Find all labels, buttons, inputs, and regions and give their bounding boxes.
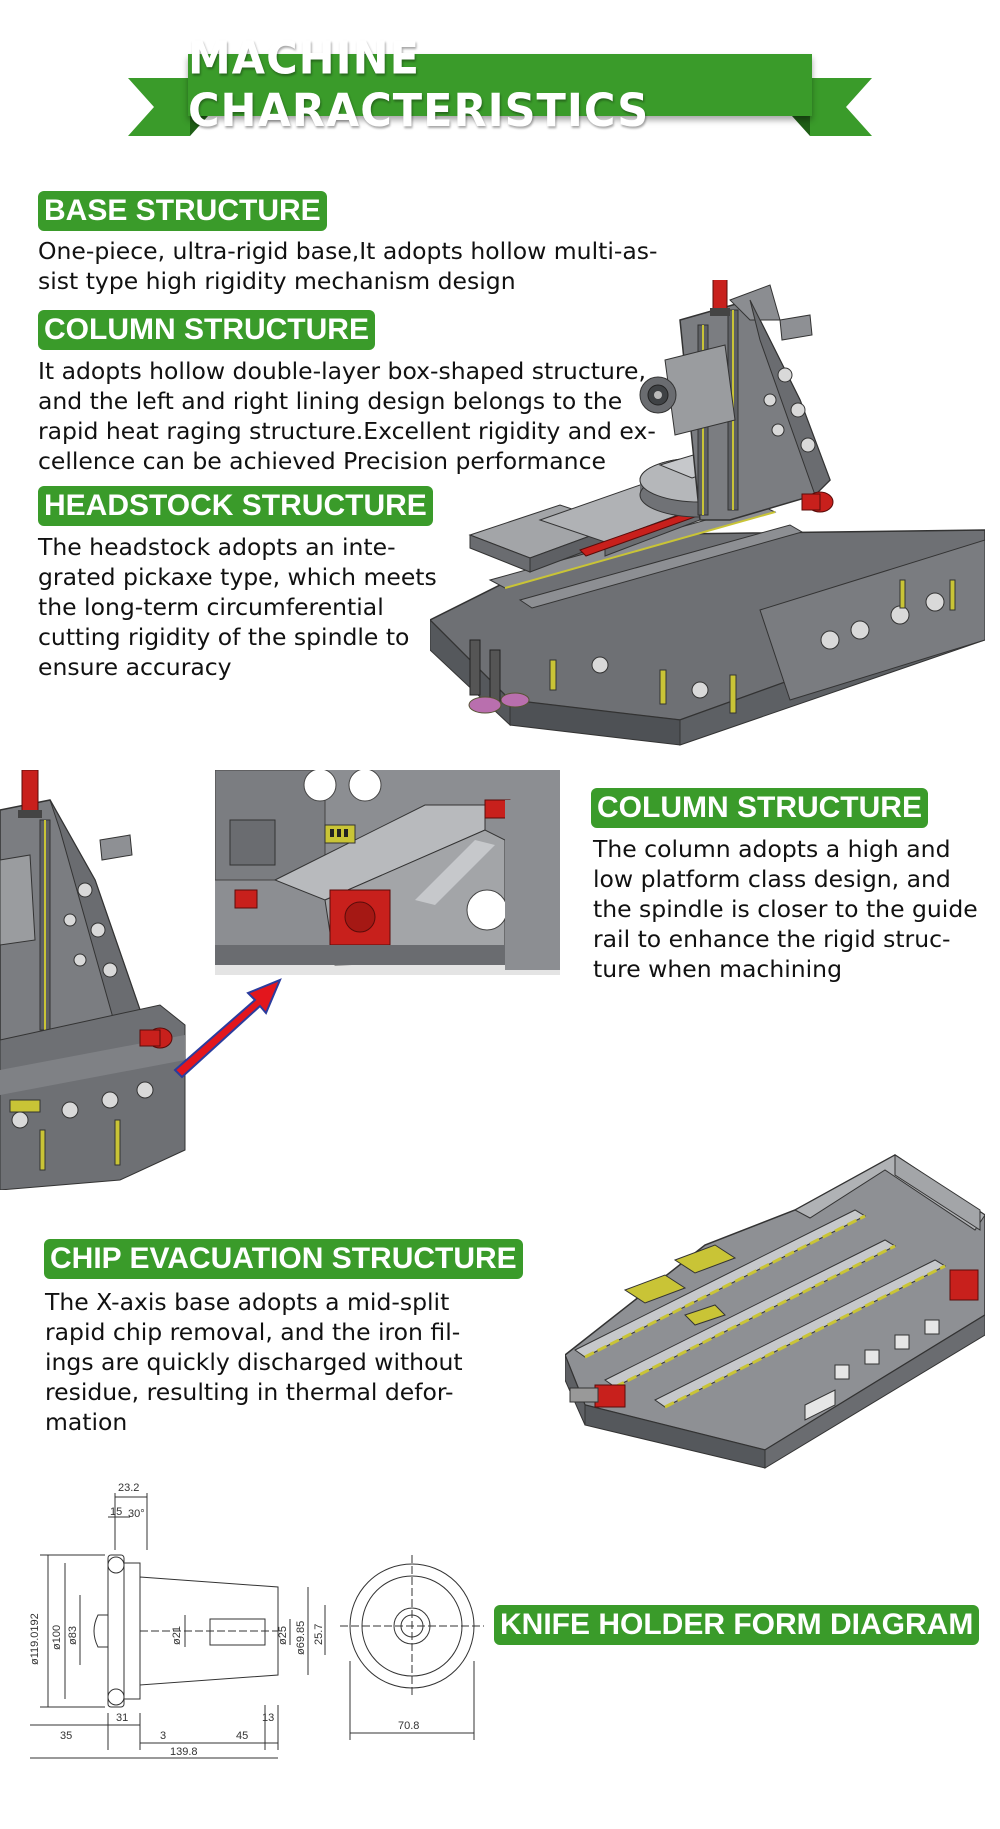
banner-title-box: MACHINE CHARACTERISTICS xyxy=(188,33,812,138)
heading-base-structure: BASE STRUCTURE xyxy=(38,191,327,231)
machine-illustration-column xyxy=(0,770,186,1190)
text-column-structure-2: The column adopts a high and low platfor… xyxy=(593,834,978,984)
dim-label: 45 xyxy=(236,1730,248,1742)
heading-column-structure-2: COLUMN STRUCTURE xyxy=(591,788,928,828)
title-banner: MACHINE CHARACTERISTICS xyxy=(128,33,872,138)
machine-illustration-base xyxy=(565,1154,985,1469)
dim-label: 3 xyxy=(160,1730,166,1742)
text-line: The headstock adopts an inte- xyxy=(38,533,396,561)
text-line: the spindle is closer to the guide xyxy=(593,895,978,923)
text-line: and the left and right lining design bel… xyxy=(38,387,623,415)
dim-label: 15 xyxy=(110,1506,122,1518)
dim-label: ø83 xyxy=(67,1626,79,1645)
dim-label: 31 xyxy=(116,1712,128,1724)
text-line: low platform class design, and xyxy=(593,865,951,893)
text-line: ensure accuracy xyxy=(38,653,232,681)
page-title: MACHINE CHARACTERISTICS xyxy=(188,32,650,138)
text-line: rapid chip removal, and the iron fil- xyxy=(45,1318,461,1346)
text-line: ture when machining xyxy=(593,955,842,983)
heading-knife-holder: KNIFE HOLDER FORM DIAGRAM xyxy=(494,1605,980,1645)
text-line: sist type high rigidity mechanism design xyxy=(38,267,516,295)
text-line: The X-axis base adopts a mid-split xyxy=(45,1288,450,1316)
banner-ribbon-ends xyxy=(128,78,872,136)
dim-label: 35 xyxy=(60,1730,72,1742)
dim-label: ø21 xyxy=(171,1626,183,1645)
text-line: One-piece, ultra-rigid base,It adopts ho… xyxy=(38,237,658,265)
text-base-structure: One-piece, ultra-rigid base,It adopts ho… xyxy=(38,236,657,296)
text-line: the long-term circumferential xyxy=(38,593,384,621)
heading-column-structure: COLUMN STRUCTURE xyxy=(38,310,375,350)
dim-label: ø25 xyxy=(277,1626,289,1645)
dim-label: 25.7 xyxy=(313,1624,325,1645)
text-line: residue, resulting in thermal defor- xyxy=(45,1378,454,1406)
text-line: cutting rigidity of the spindle to xyxy=(38,623,410,651)
dim-label: 23.2 xyxy=(118,1482,139,1494)
text-line: rapid heat raging structure.Excellent ri… xyxy=(38,417,656,445)
text-column-structure: It adopts hollow double-layer box-shaped… xyxy=(38,356,656,476)
text-line: cellence can be achieved Precision perfo… xyxy=(38,447,606,475)
text-line: The column adopts a high and xyxy=(593,835,951,863)
pointer-arrow xyxy=(173,978,282,1079)
dim-label: ø69.85 xyxy=(295,1621,307,1655)
text-line: It adopts hollow double-layer box-shaped… xyxy=(38,357,646,385)
knife-holder-drawing: 23.2 15 30° ø119.0192 ø100 ø83 ø21 ø25 ø… xyxy=(29,1482,484,1759)
heading-headstock-structure: HEADSTOCK STRUCTURE xyxy=(38,486,433,526)
detail-inset-image xyxy=(215,770,560,975)
text-line: rail to enhance the rigid struc- xyxy=(593,925,951,953)
dim-label: 139.8 xyxy=(170,1746,198,1758)
heading-chip-evacuation: CHIP EVACUATION STRUCTURE xyxy=(44,1239,523,1279)
text-chip-evacuation: The X-axis base adopts a mid-split rapid… xyxy=(45,1287,463,1437)
dim-label: 30° xyxy=(128,1508,145,1520)
text-line: mation xyxy=(45,1408,128,1436)
dim-label: 13 xyxy=(262,1712,274,1724)
dim-label: ø119.0192 xyxy=(29,1613,41,1665)
dim-label: ø100 xyxy=(51,1625,63,1650)
text-line: ings are quickly discharged without xyxy=(45,1348,463,1376)
machine-illustration-main xyxy=(430,280,985,746)
text-headstock-structure: The headstock adopts an inte- grated pic… xyxy=(38,532,437,682)
text-line: grated pickaxe type, which meets xyxy=(38,563,437,591)
dim-label: 70.8 xyxy=(398,1720,419,1732)
